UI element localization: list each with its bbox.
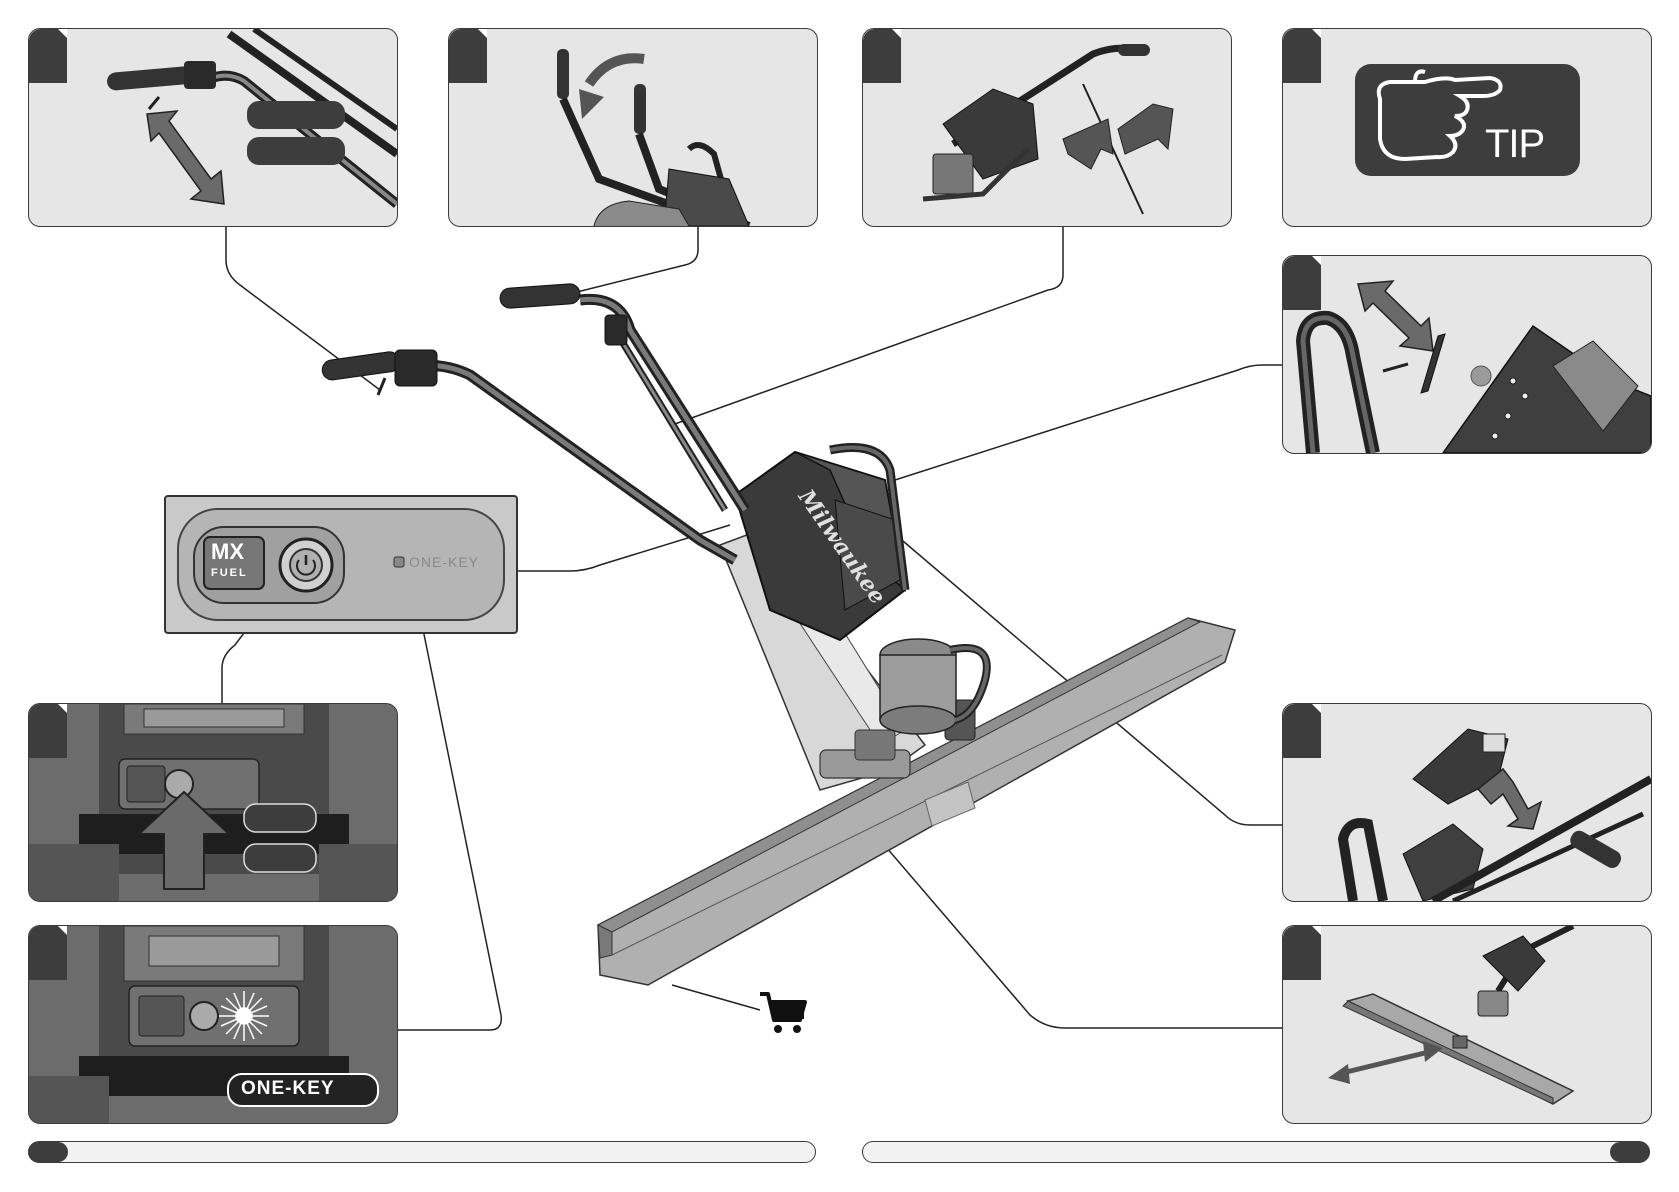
pointing-hand-icon [1355,64,1580,176]
bracket-install-drawing [1283,256,1651,453]
left-grip [321,351,401,382]
shopping-cart-icon [758,990,808,1036]
wireless-signal-icon [394,557,404,567]
detail-panel-operating-angle [862,28,1232,227]
step-tab [1283,704,1321,758]
step-tab [1283,256,1321,310]
onekey-badge: ONE-KEY [227,1073,379,1107]
handle-height-drawing [29,29,397,226]
side-to-side-arrow-icon [1328,1041,1443,1084]
throttle-housing [395,350,437,386]
battery-insert-drawing [1283,704,1651,901]
tilt-back-arrow-icon [1063,119,1113,169]
mx-label: MX [211,539,244,565]
right-grip [499,283,580,309]
screed-motion-drawing [1283,926,1651,1123]
tilt-forward-arrow-icon [1118,104,1173,154]
tip-label: TIP [1485,122,1544,167]
operating-angle-drawing [863,29,1231,226]
detail-panel-bracket-install [1282,255,1652,454]
detail-panel-tip: TIP [1282,28,1652,227]
onekey-panel-label: ONE-KEY [409,554,479,570]
indicator-bar-1 [244,804,316,832]
indicator-bar-2 [244,844,316,872]
control-panel-closeup: MX FUEL ONE-KEY [164,495,518,634]
step-tab [29,704,67,758]
onekey-badge-label: ONE-KEY [241,1078,335,1100]
footer-bar-right [862,1141,1650,1163]
footer-bar-left [28,1141,816,1163]
up-down-arrow-icon [147,111,224,204]
footer-page-marker-left [28,1142,68,1162]
power-on-drawing [29,704,397,901]
step-tab [29,926,67,980]
handle-fold-drawing [449,29,817,226]
setting-bar-2 [247,137,345,165]
tip-badge: TIP [1355,64,1580,176]
detail-panel-screed-motion [1282,925,1652,1124]
detail-panel-handle-height [28,28,398,227]
detail-panel-onekey-connect: ONE-KEY [28,925,398,1124]
detail-panel-battery-insert [1282,703,1652,902]
step-tab [1283,926,1321,980]
step-tab [863,29,901,83]
double-arrow-icon [1358,281,1433,351]
step-tab [449,29,487,83]
fuel-label: FUEL [211,567,248,579]
blinking-light-icon [219,991,269,1041]
detail-panel-handle-fold [448,28,818,227]
step-tab [29,29,67,83]
detail-panel-power-on [28,703,398,902]
setting-bar-1 [247,101,345,129]
footer-page-marker-right [1610,1142,1650,1162]
step-tab [1283,29,1321,83]
